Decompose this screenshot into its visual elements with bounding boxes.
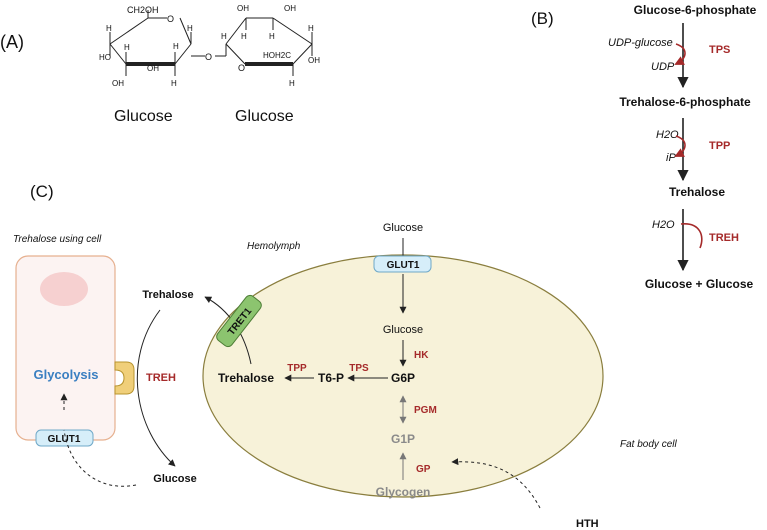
tpp-curved-arrow xyxy=(674,135,686,157)
ring-oxygen-left: O xyxy=(167,14,174,24)
g6p: G6P xyxy=(391,371,415,385)
tpp-enzyme: TPP xyxy=(709,140,730,152)
g1p: G1P xyxy=(391,432,415,446)
trehalose-inside: Trehalose xyxy=(218,371,274,385)
treh-to-glucose-arrow xyxy=(136,309,176,467)
glucose-inside: Glucose xyxy=(383,324,423,336)
hoh2c-label: HOH2C xyxy=(263,51,291,60)
ch2oh-label: CH2OH xyxy=(127,5,159,15)
atom-oh: OH xyxy=(147,64,159,73)
tps-enzyme: TPS xyxy=(709,44,730,56)
glucose-ring-right xyxy=(215,17,313,76)
glycolysis-label: Glycolysis xyxy=(33,367,98,382)
atom-ho: HO xyxy=(99,53,111,62)
panel-b-label: (B) xyxy=(531,9,554,28)
glycosidic-oxygen: O xyxy=(205,52,212,62)
hemolymph-label: Hemolymph xyxy=(247,241,301,252)
atom-oh: OH xyxy=(237,4,249,13)
atom-h: H xyxy=(173,42,179,51)
trehalose-6-phosphate: Trehalose-6-phosphate xyxy=(619,95,751,109)
t6p: T6-P xyxy=(318,371,344,385)
udp-glucose: UDP-glucose xyxy=(608,37,673,49)
atom-h: H xyxy=(171,79,177,88)
h2o-2: H2O xyxy=(652,219,675,231)
atom-h: H xyxy=(308,24,314,33)
atom-h: H xyxy=(221,32,227,41)
glut1-left-label: GLUT1 xyxy=(48,434,81,445)
gp-enzyme: GP xyxy=(416,464,431,475)
atom-h: H xyxy=(289,79,295,88)
panel-c-label: (C) xyxy=(30,182,54,201)
atom-h: H xyxy=(124,43,130,52)
glucose-uptake-dotted xyxy=(63,429,137,487)
tret1-transporter: TRET1 xyxy=(216,294,262,348)
atom-h: H xyxy=(187,24,193,33)
trehalose-using-cell-label: Trehalose using cell xyxy=(13,234,102,245)
atom-h: H xyxy=(269,32,275,41)
atom-oh: OH xyxy=(308,56,320,65)
nucleus xyxy=(40,272,88,306)
glycogen: Glycogen xyxy=(376,485,431,499)
trehalose-outside: Trehalose xyxy=(142,289,193,301)
glut1-top-label: GLUT1 xyxy=(387,260,420,271)
hth-label: HTH xyxy=(576,518,599,530)
atom-oh: OH xyxy=(112,79,124,88)
fat-body-cell-label: Fat body cell xyxy=(620,439,677,450)
glucose-label-left: Glucose xyxy=(114,108,173,125)
trehalose-b: Trehalose xyxy=(669,185,725,199)
atom-h: H xyxy=(106,24,112,33)
tps-enzyme-c: TPS xyxy=(349,363,369,374)
ring-oxygen-right: O xyxy=(238,63,245,73)
ip: iP xyxy=(666,152,676,164)
treh-enzyme-b: TREH xyxy=(709,232,739,244)
treh-curved-line xyxy=(680,223,703,249)
glucose-6-phosphate: Glucose-6-phosphate xyxy=(634,3,757,17)
pgm-enzyme: PGM xyxy=(414,405,437,416)
glut1-top-transporter xyxy=(373,255,432,273)
glucose-label-right: Glucose xyxy=(235,108,294,125)
treh-receptor-icon xyxy=(114,361,135,395)
glucose-ring-left xyxy=(109,10,205,76)
glucose-plus-glucose: Glucose + Glucose xyxy=(645,277,754,291)
hth-dotted-arrow xyxy=(451,458,541,509)
tpp-enzyme-c: TPP xyxy=(287,363,307,374)
tps-curved-arrow xyxy=(674,43,686,65)
atom-h: H xyxy=(241,32,247,41)
treh-enzyme-c: TREH xyxy=(146,372,176,384)
atom-oh: OH xyxy=(284,4,296,13)
panel-a-label: (A) xyxy=(0,32,24,52)
hk-enzyme: HK xyxy=(414,350,429,361)
udp: UDP xyxy=(651,61,675,73)
glucose-top: Glucose xyxy=(383,222,423,234)
h2o-1: H2O xyxy=(656,129,679,141)
glucose-bottom: Glucose xyxy=(153,473,196,485)
